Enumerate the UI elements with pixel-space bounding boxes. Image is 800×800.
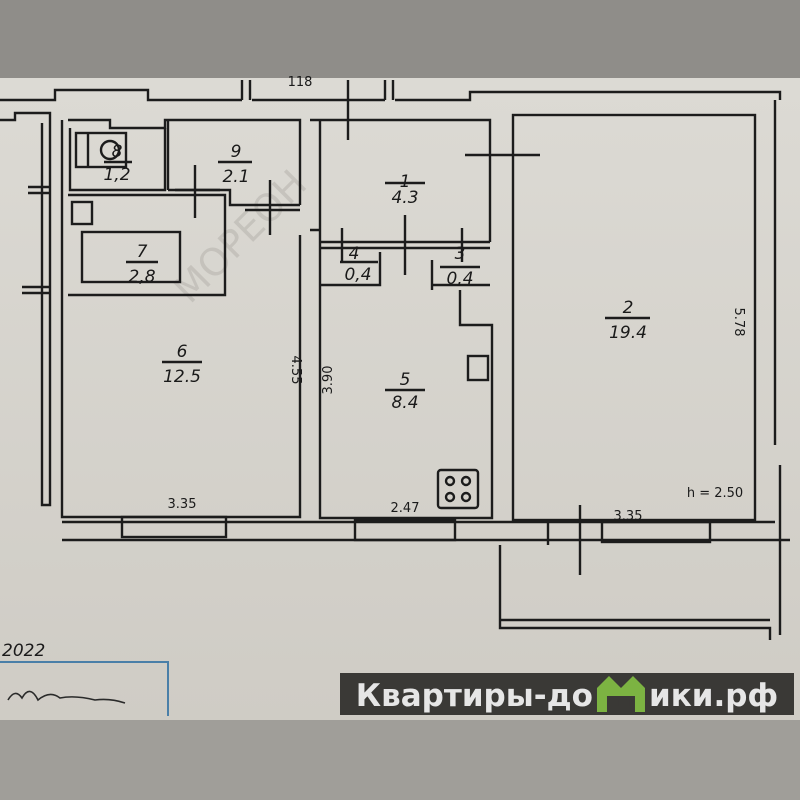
room2-width: 3.35 <box>614 509 643 524</box>
room-7-label: 72,8 <box>126 242 158 287</box>
room-3-label: 30,4 <box>440 244 480 289</box>
walls <box>0 80 790 640</box>
svg-text:9: 9 <box>231 142 242 162</box>
svg-text:4.3: 4.3 <box>391 188 418 208</box>
stamp-box <box>0 661 169 716</box>
room-5-label: 58.4 <box>385 370 425 413</box>
svg-text:12.5: 12.5 <box>163 367 201 387</box>
background-bottom <box>0 720 800 800</box>
svg-text:8.4: 8.4 <box>391 393 418 413</box>
paper <box>0 78 800 720</box>
signature <box>7 690 126 704</box>
svg-text:2.1: 2.1 <box>222 167 249 187</box>
svg-text:2: 2 <box>623 298 634 318</box>
watermark-background <box>340 673 794 715</box>
svg-text:1,2: 1,2 <box>103 165 130 185</box>
svg-text:3: 3 <box>455 244 466 264</box>
svg-text:0,4: 0,4 <box>446 269 473 289</box>
room-labels: 81,2 92.1 72,8 612.5 14.3 40,4 30,4 58.4… <box>103 142 650 413</box>
room2-length: 5.78 <box>731 308 746 337</box>
svg-text:7: 7 <box>137 242 148 262</box>
watermark-right-text: ики.рф <box>649 678 778 714</box>
room-1-label: 14.3 <box>385 172 425 208</box>
room-9-label: 92.1 <box>218 142 252 187</box>
top-label: 118 <box>288 75 313 90</box>
svg-text:5: 5 <box>400 370 411 390</box>
background-top <box>0 0 800 78</box>
room-8-label: 81,2 <box>103 142 132 185</box>
room5-width: 2.47 <box>391 501 420 516</box>
room-2-label: 219.4 <box>605 298 650 343</box>
house-logo-icon <box>596 676 645 712</box>
dimensions: 118 3.35 4.55 3.90 2.47 5.78 3.35 h = 2.… <box>168 75 746 524</box>
svg-text:4: 4 <box>349 244 360 264</box>
room-6-label: 612.5 <box>162 342 202 387</box>
svg-text:19.4: 19.4 <box>609 323 647 343</box>
year-note: 2022 <box>2 641 45 661</box>
svg-text:6: 6 <box>177 342 188 362</box>
watermark-banner: Квартиры-до ики.рф <box>340 673 794 715</box>
ceiling-height: h = 2.50 <box>687 486 743 501</box>
room6-length: 4.55 <box>288 356 303 385</box>
svg-text:8: 8 <box>112 142 123 162</box>
svg-text:0,4: 0,4 <box>344 265 371 285</box>
svg-text:2,8: 2,8 <box>128 267 155 287</box>
room6-width: 3.35 <box>168 497 197 512</box>
room5-length: 3.90 <box>321 366 336 395</box>
room-4-label: 40,4 <box>340 244 378 285</box>
watermark-left-text: Квартиры-до <box>356 678 593 714</box>
